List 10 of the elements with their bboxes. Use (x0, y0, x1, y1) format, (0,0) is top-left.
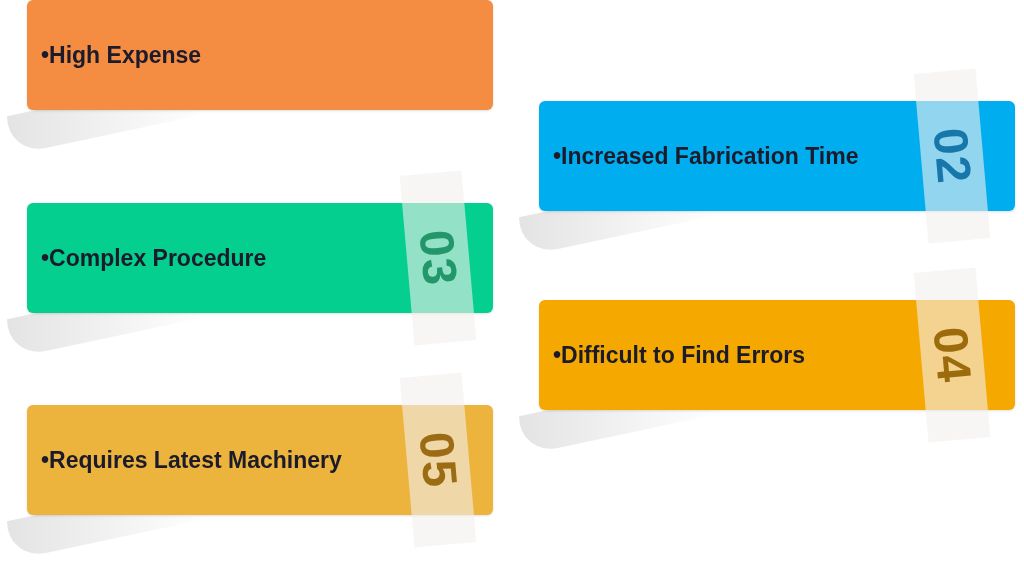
step-number: 05 (408, 429, 469, 491)
label-card (27, 0, 493, 110)
card-text: •High Expense (41, 40, 202, 70)
step-number: 03 (408, 227, 469, 289)
card-text: •Requires Latest Machinery (41, 445, 342, 475)
card-text: •Difficult to Find Errors (553, 340, 806, 370)
card-text: •Complex Procedure (41, 243, 267, 273)
card-text: •Increased Fabrication Time (553, 141, 859, 171)
step-number: 02 (922, 125, 983, 187)
step-number: 04 (922, 324, 983, 386)
